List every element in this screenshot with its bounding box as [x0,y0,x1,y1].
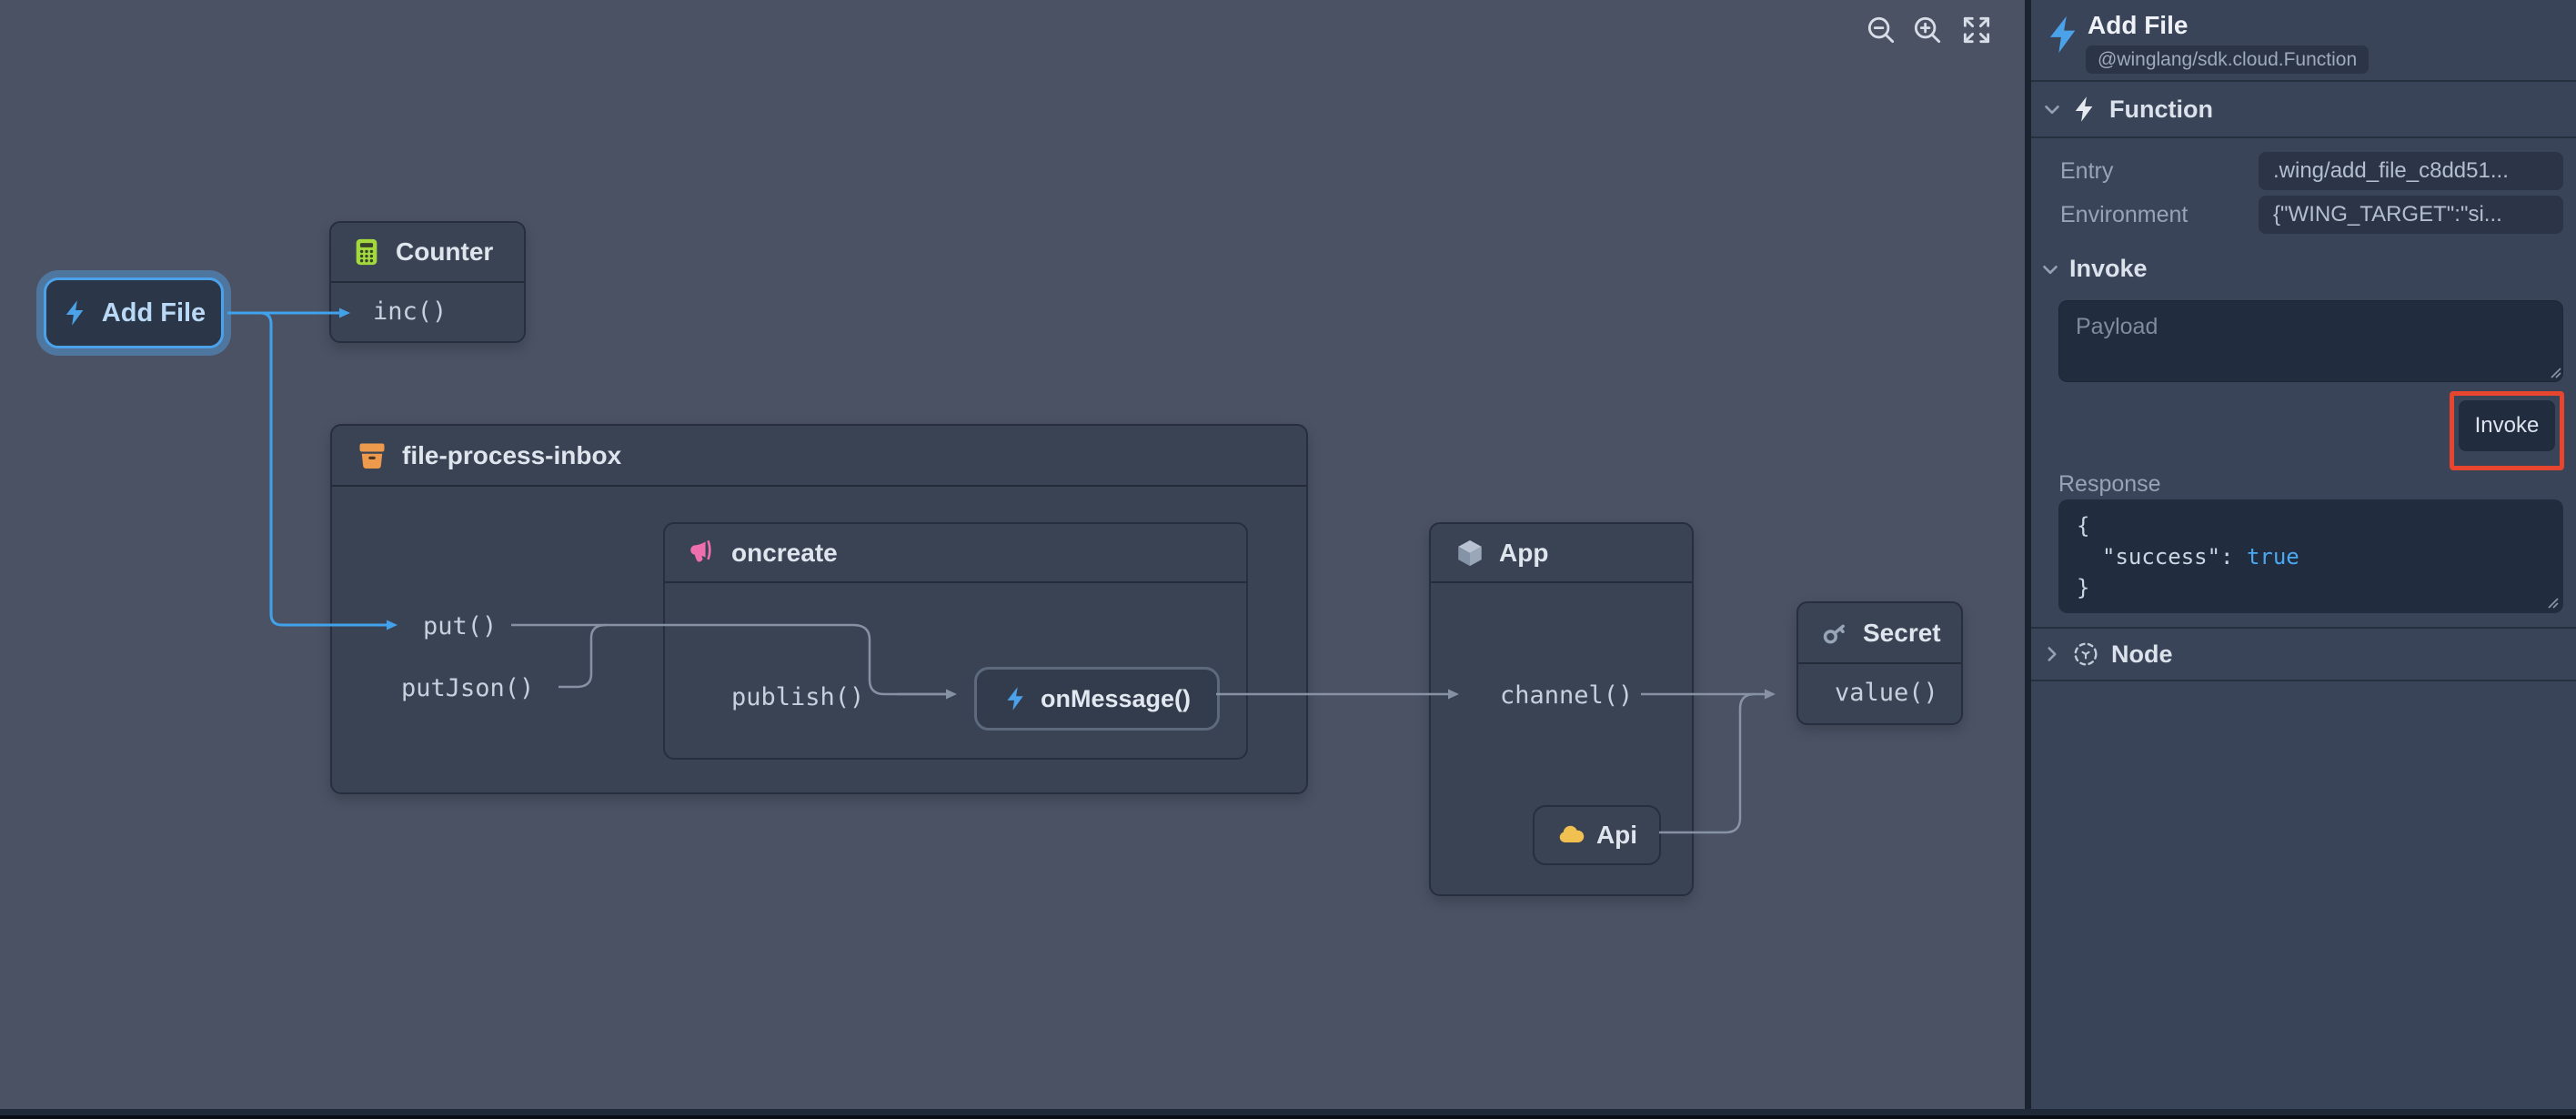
response-output[interactable]: { "success": true } [2058,499,2563,613]
method-put: put() [423,612,498,640]
section-function-label: Function [2109,95,2213,123]
node-onmessage[interactable]: onMessage() [974,667,1220,731]
method-inc: inc() [373,297,448,326]
environment-value-field[interactable]: {"WING_TARGET":"si... [2259,196,2563,234]
panel-title: Add File [2088,11,2189,39]
node-add-file-selection-ring: Add File [36,270,231,356]
method-putjson: putJson() [401,674,535,702]
calculator-icon [351,237,382,267]
key-icon [1820,619,1849,648]
node-secret-title: Secret [1863,618,1941,647]
lightning-icon [62,299,89,327]
zoom-out-button[interactable] [1863,12,1899,48]
resource-type-badge: @winglang/sdk.cloud.Function [2086,45,2370,74]
entry-value-field[interactable]: .wing/add_file_c8dd51... [2259,152,2563,190]
cube-icon [1454,538,1485,569]
node-api-label: Api [1595,821,1638,849]
response-line: "success": true [2102,544,2299,570]
node-onmessage-label: onMessage() [1040,684,1192,712]
zoom-in-button[interactable] [1909,12,1946,48]
megaphone-icon [687,538,718,569]
lightning-icon [1003,686,1029,711]
section-node[interactable]: Node [2031,627,2576,681]
chevron-down-icon [2038,257,2062,281]
container-file-process-inbox-header: file-process-inbox [332,426,1306,487]
container-oncreate-title: oncreate [731,538,838,567]
window-bottom-bar [0,1109,2576,1119]
container-oncreate-header: oncreate [665,524,1246,583]
method-channel: channel() [1500,681,1634,710]
container-app-header: App [1431,524,1692,583]
details-panel: Add File @winglang/sdk.cloud.Function Fu… [2025,0,2576,1109]
container-oncreate[interactable]: oncreate publish() onMessage() [663,522,1248,760]
payload-input[interactable] [2058,300,2563,382]
section-node-label: Node [2111,640,2173,668]
section-invoke-label: Invoke [2069,255,2148,282]
section-function[interactable]: Function [2031,82,2576,138]
invoke-button-highlight: Invoke [2450,391,2564,470]
node-add-file-label: Add File [101,297,206,328]
node-counter-header: Counter [331,223,524,283]
response-line: } [2077,575,2090,600]
cube-transparent-icon [2071,640,2100,669]
magnifier-minus-icon [1864,13,1898,47]
chevron-right-icon [2040,642,2064,666]
response-true-token: true [2246,544,2299,570]
node-counter-title: Counter [396,237,494,266]
entry-label: Entry [2060,158,2114,184]
lightning-icon [2071,96,2098,123]
node-secret[interactable]: Secret value() [1796,601,1963,725]
invoke-button[interactable]: Invoke [2459,400,2555,451]
response-label: Response [2058,471,2161,497]
resize-grip-icon[interactable] [2549,366,2561,378]
chevron-down-icon [2040,97,2064,121]
resize-grip-icon[interactable] [2546,596,2559,609]
lightning-icon [2044,15,2084,55]
section-invoke[interactable]: Invoke [2038,255,2148,283]
node-counter[interactable]: Counter inc() [329,221,526,343]
container-app[interactable]: App channel() Api [1429,522,1694,896]
node-api[interactable]: Api [1533,805,1661,865]
environment-label: Environment [2060,202,2189,227]
method-value: value() [1835,679,1938,707]
arrows-pointing-out-icon [1959,13,1994,47]
node-add-file[interactable]: Add File [44,277,224,348]
map-canvas[interactable]: Counter inc() Add File file-process-inbo… [0,0,2025,1109]
container-file-process-inbox[interactable]: file-process-inbox put() putJson() oncre… [330,424,1308,794]
bucket-icon [356,439,388,472]
container-app-title: App [1499,538,1549,567]
fit-screen-button[interactable] [1958,12,1995,48]
container-file-process-inbox-title: file-process-inbox [402,440,622,469]
magnifier-plus-icon [1910,13,1945,47]
node-secret-header: Secret [1798,603,1961,664]
panel-header: Add File @winglang/sdk.cloud.Function [2031,0,2576,82]
method-publish: publish() [731,683,865,711]
response-line: { [2077,513,2090,539]
cloud-icon [1556,821,1585,850]
